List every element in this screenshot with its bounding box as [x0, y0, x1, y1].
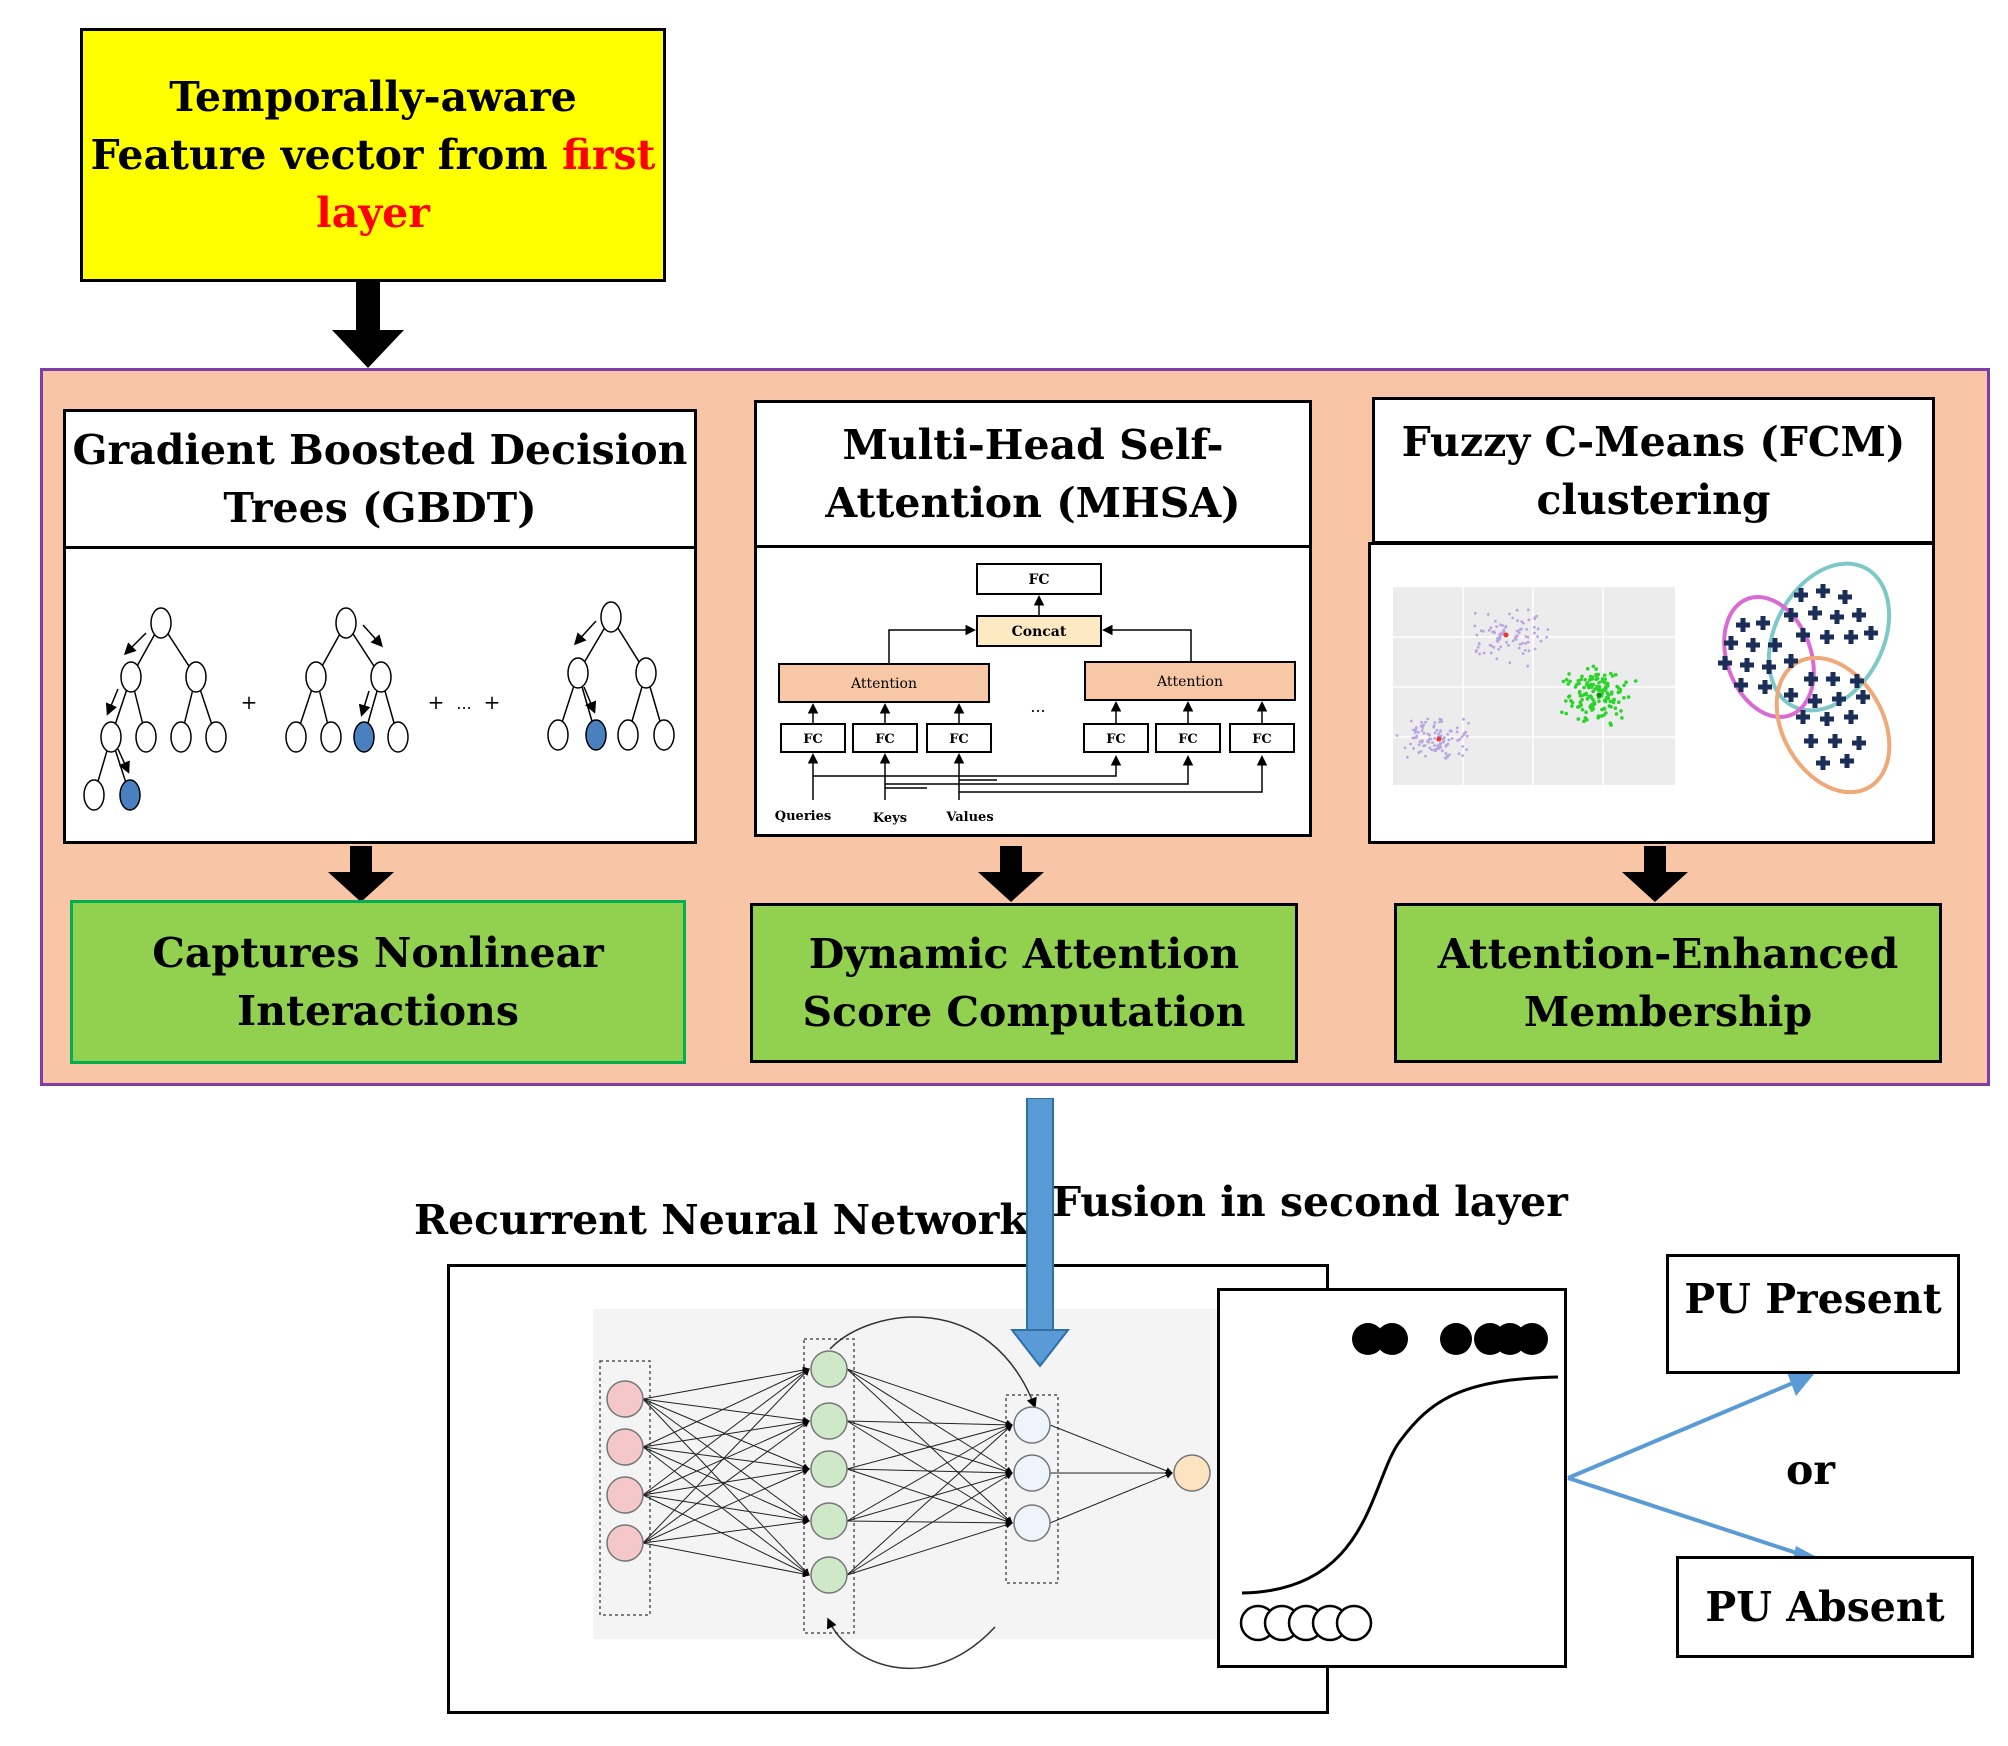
gbdt-result-line-1: Captures Nonlinear — [152, 929, 604, 977]
mhsa-result-box: Dynamic Attention Score Computation — [750, 903, 1298, 1063]
fcm-title-line-1: Fuzzy C-Means (FCM) — [1401, 417, 1906, 466]
mhsa-fc-4 — [1083, 723, 1149, 753]
mhsa-input-queries: Queries — [775, 809, 831, 824]
gbdt-tree-2 — [285, 607, 409, 753]
gbdt-title-line-1: Gradient Boosted Decision — [72, 426, 688, 474]
mhsa-fc-3 — [926, 723, 992, 753]
mhsa-diagram-box: FC Concat Attention Attention ... FC — [754, 545, 1312, 837]
gbdt-result-arrow — [328, 846, 394, 902]
mhsa-fc-5-label: FC — [1178, 732, 1198, 747]
mhsa-input-values: Values — [945, 810, 993, 825]
or-label: or — [1786, 1446, 1835, 1494]
fusion-arrow — [1010, 1098, 1071, 1368]
sigmoid-curve — [1241, 1375, 1559, 1595]
mhsa-input-keys: Keys — [873, 811, 907, 826]
fcm-title-line-2: clustering — [1536, 475, 1771, 524]
gbdt-op-ellipsis: ... — [456, 694, 471, 713]
mhsa-fc-2 — [852, 723, 918, 753]
input-line-1: Temporally-aware — [169, 73, 577, 121]
gbdt-op-3: + — [484, 690, 501, 714]
pu-present-label: PU Present — [1684, 1275, 1942, 1323]
mhsa-architecture-diagram: FC Concat Attention Attention ... FC — [775, 563, 1296, 826]
gbdt-result-line-2: Interactions — [237, 987, 519, 1035]
mhsa-fc-top-label: FC — [1028, 572, 1049, 588]
mhsa-fc-top — [976, 563, 1102, 595]
fcm-title-box: Fuzzy C-Means (FCM) clustering — [1372, 397, 1935, 544]
mhsa-fc-5 — [1155, 723, 1221, 753]
fcm-ellipse-orange — [1774, 655, 1892, 795]
gbdt-op-1: + — [241, 690, 258, 714]
fcm-diagram-box — [1368, 542, 1935, 844]
fcm-purple-cluster-top — [1473, 608, 1550, 668]
fcm-result-box: Attention-Enhanced Membership — [1394, 903, 1942, 1063]
input-feature-box: Temporally-aware Feature vector from fir… — [80, 28, 666, 282]
sigmoid-box — [1217, 1288, 1567, 1668]
input-highlight-first: first — [562, 131, 656, 179]
gbdt-result-box: Captures Nonlinear Interactions — [70, 900, 686, 1064]
mhsa-attention-right — [1084, 661, 1296, 701]
mhsa-attention-right-label: Attention — [1156, 674, 1223, 690]
mhsa-title-line-2: Attention (MHSA) — [825, 479, 1241, 527]
gbdt-tree-3 — [547, 601, 675, 751]
mhsa-title-box: Multi-Head Self- Attention (MHSA) — [754, 400, 1312, 548]
pu-present-box: PU Present — [1666, 1254, 1960, 1374]
rnn-nodes — [606, 1350, 1211, 1594]
input-down-arrow — [332, 280, 404, 368]
mhsa-title-line-1: Multi-Head Self- — [842, 421, 1224, 469]
fcm-result-line-1: Attention-Enhanced — [1437, 930, 1899, 978]
mhsa-fc-4-label: FC — [1106, 732, 1126, 747]
rnn-box — [447, 1264, 1329, 1714]
mhsa-result-line-2: Score Computation — [802, 988, 1246, 1036]
mhsa-result-line-1: Dynamic Attention — [808, 930, 1240, 978]
mhsa-fc-6 — [1229, 723, 1295, 753]
rnn-label: Recurrent Neural Network — [414, 1196, 1028, 1244]
pu-absent-label: PU Absent — [1705, 1583, 1945, 1631]
mhsa-concat-label: Concat — [1012, 624, 1067, 640]
gbdt-title-box: Gradient Boosted Decision Trees (GBDT) — [63, 409, 697, 549]
positive-class-dots — [1352, 1323, 1548, 1355]
gbdt-diagram-box: + + ... + — [63, 546, 697, 844]
pu-absent-box: PU Absent — [1676, 1556, 1974, 1658]
input-line-2-prefix: Feature vector from — [90, 131, 563, 179]
input-highlight-layer: layer — [316, 189, 430, 237]
input-line-2: Feature vector from first — [91, 126, 656, 184]
fcm-clustering-diagram — [1393, 561, 1892, 795]
mhsa-fc-2-label: FC — [875, 732, 895, 747]
mhsa-fc-3-label: FC — [949, 732, 969, 747]
fcm-ellipse-pink — [1722, 594, 1816, 720]
mhsa-fc-6-label: FC — [1252, 732, 1272, 747]
gbdt-op-2: + — [428, 690, 445, 714]
fcm-purple-cluster-bottom — [1395, 717, 1470, 760]
sigmoid-diagram — [1239, 1323, 1559, 1642]
mhsa-attention-left-label: Attention — [850, 676, 917, 692]
fcm-plus-markers — [1718, 584, 1878, 770]
mhsa-heads-ellipsis: ... — [1030, 697, 1045, 716]
fcm-result-arrow — [1622, 846, 1688, 902]
gbdt-trees-diagram: + + ... + — [83, 601, 675, 811]
mhsa-fc-1 — [780, 723, 846, 753]
mhsa-fc-1-label: FC — [803, 732, 823, 747]
mhsa-attention-left — [778, 663, 990, 703]
gbdt-title-line-2: Trees (GBDT) — [223, 484, 537, 532]
gbdt-tree-1 — [83, 607, 227, 811]
fcm-ellipse-teal — [1766, 561, 1892, 713]
rnn-network-diagram — [593, 1309, 1233, 1670]
mhsa-concat-box — [976, 615, 1102, 647]
mhsa-result-arrow — [978, 846, 1044, 902]
fcm-green-cluster — [1560, 664, 1638, 727]
negative-class-circles — [1239, 1604, 1373, 1642]
fusion-label: Fusion in second layer — [1052, 1178, 1568, 1226]
fcm-result-line-2: Membership — [1523, 988, 1813, 1036]
